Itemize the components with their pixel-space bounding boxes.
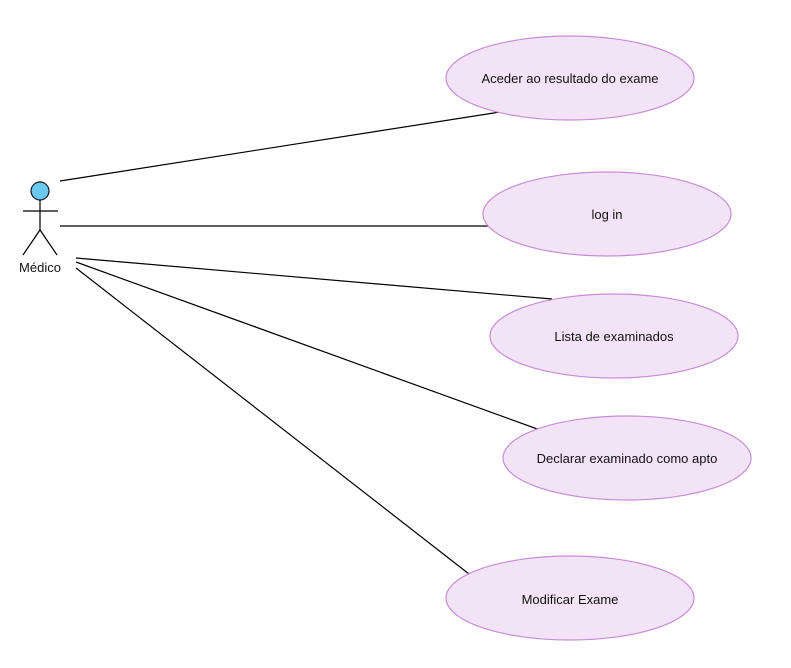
association-lista (75, 257, 553, 300)
use-case-label: log in (591, 207, 622, 222)
use-case-modificar[interactable]: Modificar Exame (445, 555, 695, 641)
use-case-login[interactable]: log in (482, 171, 732, 257)
actor-medico[interactable]: Médico (19, 181, 61, 275)
association-declarar (75, 261, 541, 431)
actor-label: Médico (19, 260, 61, 275)
use-case-label: Aceder ao resultado do exame (481, 71, 658, 86)
actor-head (30, 181, 50, 201)
use-case-label: Declarar examinado como apto (537, 451, 718, 466)
use-case-ellipse (445, 555, 695, 641)
use-case-label: Modificar Exame (522, 592, 619, 607)
use-case-lista[interactable]: Lista de examinados (489, 293, 739, 379)
use-case-label: Lista de examinados (554, 329, 674, 344)
use-case-ellipse (445, 35, 695, 121)
actor-left-leg (22, 229, 41, 256)
association-aceder (59, 111, 501, 182)
use-case-ellipse (489, 293, 739, 379)
actor-right-leg (39, 229, 58, 256)
use-case-aceder[interactable]: Aceder ao resultado do exame (445, 35, 695, 121)
associations (59, 111, 553, 575)
association-modificar (75, 267, 470, 575)
use-case-declarar[interactable]: Declarar examinado como apto (502, 415, 752, 501)
use-case-ellipse (482, 171, 732, 257)
use-case-ellipse (502, 415, 752, 501)
